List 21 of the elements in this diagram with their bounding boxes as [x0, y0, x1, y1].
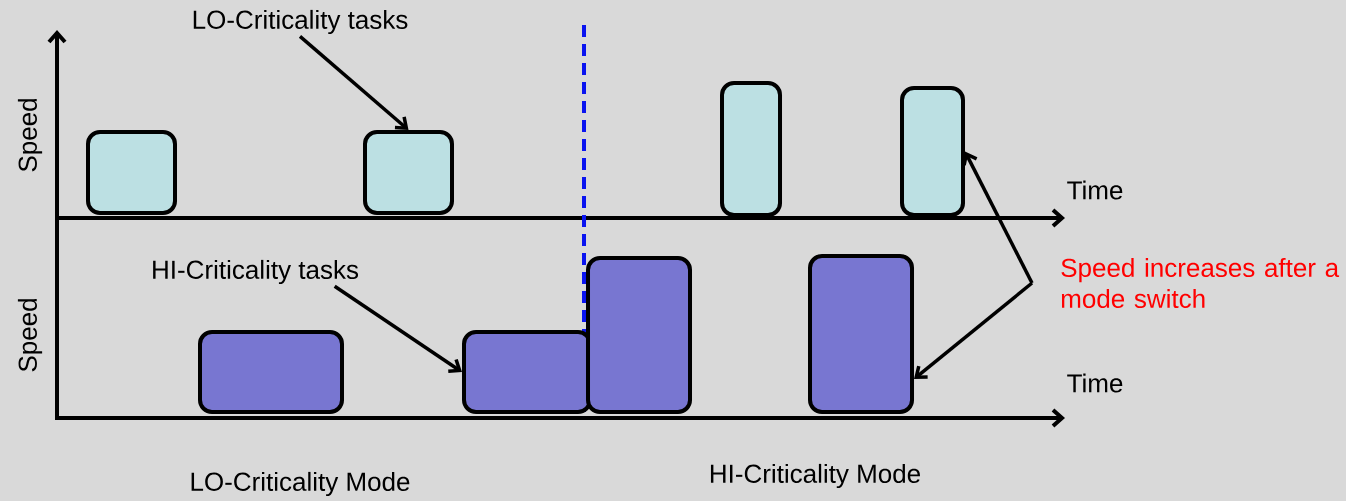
task-box: [198, 330, 344, 414]
task-box: [363, 130, 454, 215]
task-box: [900, 86, 965, 217]
arrow: [298, 35, 409, 130]
task-box: [720, 81, 782, 217]
arrow: [914, 281, 1034, 379]
axis-label: Time: [1067, 373, 1123, 393]
task-box: [462, 330, 592, 414]
task-box: [808, 254, 914, 414]
callout-text: Speed increases after a mode switch: [1061, 257, 1340, 309]
axis-label: Speed: [17, 299, 43, 372]
callout-text: HI-Criticality tasks: [153, 259, 359, 285]
task-box: [86, 130, 177, 215]
axis-label: Speed: [17, 99, 43, 172]
mode-label: HI-Criticality Mode: [710, 463, 920, 489]
arrow: [333, 284, 462, 373]
axis-label: Time: [1067, 180, 1123, 200]
mode-label: LO-Criticality Mode: [191, 471, 410, 497]
callout-text: LO-Criticality tasks: [193, 9, 408, 35]
arrow: [962, 151, 1034, 284]
task-box: [586, 256, 692, 414]
